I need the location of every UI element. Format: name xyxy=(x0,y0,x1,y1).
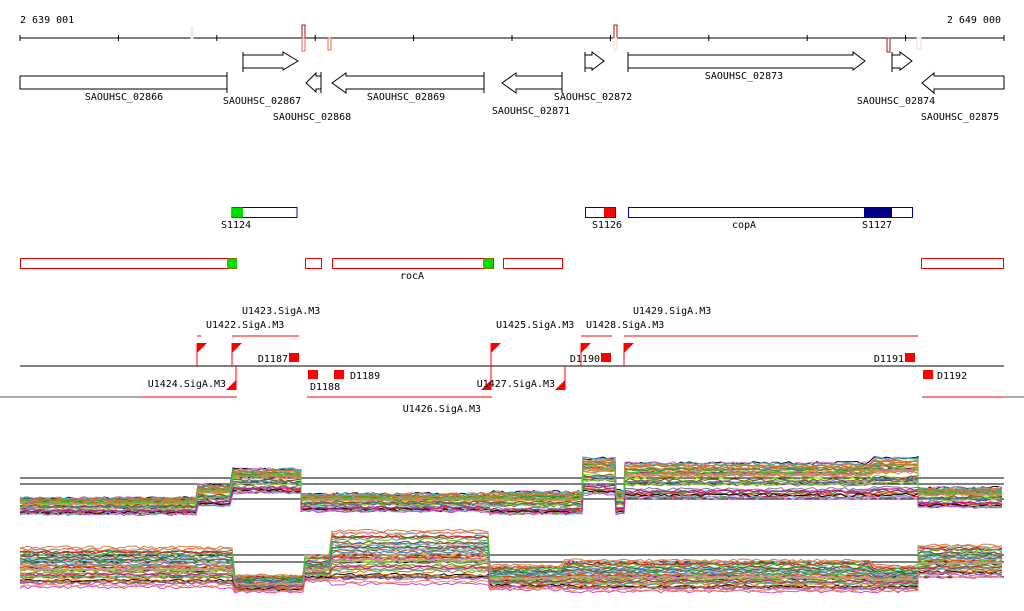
expression-line xyxy=(19,491,1003,517)
feature-rocA[interactable] xyxy=(332,258,494,269)
gene-SAOUHSC_02867[interactable]: SAOUHSC_02867 xyxy=(223,51,301,107)
expression-line xyxy=(19,564,1003,589)
tss-label[interactable]: D1187 xyxy=(258,354,288,365)
expression-line xyxy=(19,550,1003,584)
gene-SAOUHSC_02869[interactable]: SAOUHSC_02869 xyxy=(331,72,485,103)
tss-label[interactable]: D1190 xyxy=(570,354,600,365)
gene-label: SAOUHSC_02874 xyxy=(857,96,935,107)
tss-label[interactable]: U1423.SigA.M3 xyxy=(242,306,320,317)
tss-label[interactable]: U1425.SigA.M3 xyxy=(496,320,574,331)
expression-line xyxy=(19,461,1003,503)
tss-label[interactable]: U1428.SigA.M3 xyxy=(586,320,664,331)
gene-SAOUHSC_02874[interactable]: SAOUHSC_02874 xyxy=(857,51,935,107)
gene-SAOUHSC_02871[interactable]: SAOUHSC_02871 xyxy=(492,72,570,117)
gene-label: SAOUHSC_02866 xyxy=(85,92,163,103)
tss-label[interactable]: D1191 xyxy=(874,354,904,365)
expression-line xyxy=(19,565,1003,589)
feature-copA[interactable] xyxy=(628,207,913,218)
gene-label: SAOUHSC_02867 xyxy=(223,96,301,107)
tss-label[interactable]: U1426.SigA.M3 xyxy=(403,404,481,415)
tss-label[interactable]: U1422.SigA.M3 xyxy=(206,320,284,331)
gene-SAOUHSC_02872[interactable]: SAOUHSC_02872 xyxy=(554,51,632,103)
gene-label: SAOUHSC_02869 xyxy=(367,92,445,103)
gene-label: SAOUHSC_02871 xyxy=(492,106,570,117)
expression-panel-plus xyxy=(19,456,1004,517)
expression-line xyxy=(19,567,1003,590)
feature-label: S1126 xyxy=(592,220,622,231)
gene-SAOUHSC_02868[interactable]: SAOUHSC_02868 xyxy=(273,71,351,123)
tss-label[interactable]: D1189 xyxy=(350,371,380,382)
feature-label: copA xyxy=(732,220,756,231)
expression-line xyxy=(19,475,1003,509)
minus-feature-track: rocA xyxy=(20,258,1004,282)
plus-feature-track: S1124 S1126 copA S1127 xyxy=(221,207,913,231)
expression-line xyxy=(19,554,1003,586)
expression-line xyxy=(19,469,1003,506)
expression-line xyxy=(19,528,1003,578)
gene-SAOUHSC_02866[interactable]: SAOUHSC_02866 xyxy=(19,72,228,103)
expression-line xyxy=(19,575,1003,594)
expression-line xyxy=(19,554,1003,586)
expression-line xyxy=(19,484,1003,513)
expression-line xyxy=(19,557,1003,587)
expression-line xyxy=(19,535,1003,579)
expression-line xyxy=(19,465,1003,505)
expression-line xyxy=(19,573,1003,593)
tss-track: U1422.SigA.M3 U1423.SigA.M3 D1187 U1425.… xyxy=(0,306,1024,415)
gene-SAOUHSC_02875[interactable]: SAOUHSC_02875 xyxy=(921,71,1005,123)
gene-label: SAOUHSC_02868 xyxy=(273,112,351,123)
gene-track: SAOUHSC_02866 SAOUHSC_02867 SAOUHSC_0286… xyxy=(19,51,1005,123)
tss-label[interactable]: D1192 xyxy=(937,371,967,382)
tss-label[interactable]: U1429.SigA.M3 xyxy=(633,306,711,317)
ruler-start-label: 2 639 001 xyxy=(20,15,74,26)
gene-label: SAOUHSC_02873 xyxy=(705,71,783,82)
feature-label: S1127 xyxy=(862,220,892,231)
feature-label: rocA xyxy=(400,271,424,282)
tss-label[interactable]: D1188 xyxy=(310,382,340,393)
expression-line xyxy=(19,537,1003,580)
gene-SAOUHSC_02873[interactable]: SAOUHSC_02873 xyxy=(627,51,866,82)
gene-label: SAOUHSC_02875 xyxy=(921,112,999,123)
tss-label[interactable]: U1424.SigA.M3 xyxy=(148,379,226,390)
expression-line xyxy=(19,572,1003,593)
expression-line xyxy=(19,457,1003,501)
ruler-end-label: 2 649 000 xyxy=(947,15,1001,26)
feature-label: S1124 xyxy=(221,220,251,231)
tss-label[interactable]: U1427.SigA.M3 xyxy=(477,379,555,390)
expression-line xyxy=(19,478,1003,510)
expression-panel-minus xyxy=(19,528,1004,594)
expression-line xyxy=(19,545,1003,583)
coordinate-ruler: 2 639 001 2 649 000 xyxy=(19,15,1005,53)
gene-label: SAOUHSC_02872 xyxy=(554,92,632,103)
feature-S1126[interactable] xyxy=(585,207,616,218)
